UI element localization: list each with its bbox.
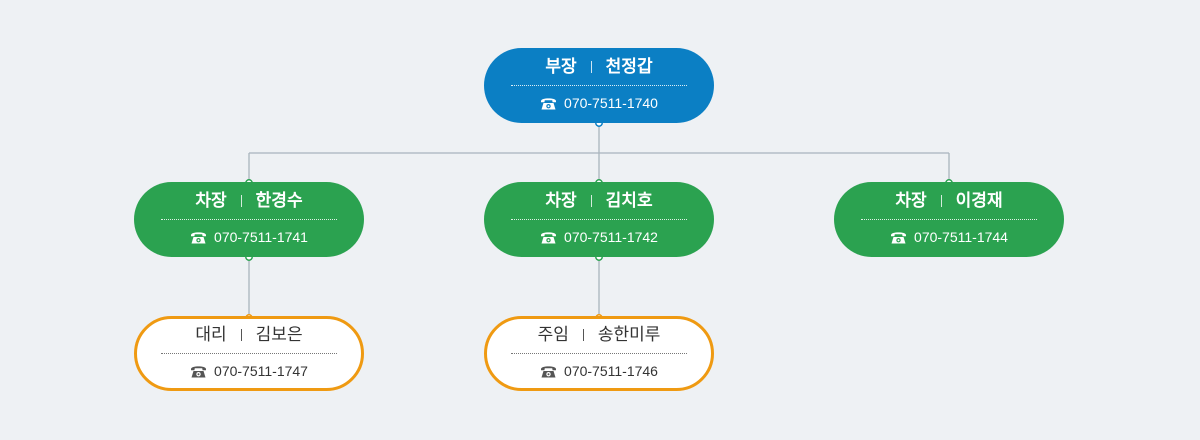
org-node-manager: 차장 한경수 070-7511-1741 (134, 182, 364, 257)
dotted-divider (511, 85, 687, 86)
dotted-divider (511, 353, 687, 354)
telephone-icon (541, 232, 557, 244)
separator (240, 329, 242, 341)
node-phone: 070-7511-1746 (564, 363, 658, 379)
node-title: 차장 (895, 191, 927, 210)
org-node-manager: 차장 김치호 070-7511-1742 (484, 182, 714, 257)
node-title: 대리 (195, 325, 227, 344)
telephone-icon (191, 232, 207, 244)
node-title: 차장 (545, 191, 577, 210)
node-phone: 070-7511-1744 (914, 229, 1008, 245)
node-title: 차장 (195, 191, 227, 210)
node-name: 송한미루 (597, 325, 661, 344)
separator (582, 329, 584, 341)
node-title: 주임 (537, 325, 569, 344)
node-name: 천정갑 (605, 57, 653, 76)
dotted-divider (161, 353, 337, 354)
dotted-divider (511, 219, 687, 220)
telephone-icon (541, 98, 557, 110)
node-title: 부장 (545, 57, 577, 76)
node-name: 이경재 (955, 191, 1003, 210)
dotted-divider (161, 219, 337, 220)
telephone-icon (191, 366, 207, 378)
org-node-head: 부장 천정갑 070-7511-1740 (484, 48, 714, 123)
node-name: 김치호 (605, 191, 653, 210)
org-node-staff: 주임 송한미루 070-7511-1746 (484, 316, 714, 391)
node-phone: 070-7511-1741 (214, 229, 308, 245)
separator (590, 61, 592, 73)
node-phone: 070-7511-1742 (564, 229, 658, 245)
telephone-icon (541, 366, 557, 378)
node-phone: 070-7511-1740 (564, 95, 658, 111)
node-name: 김보은 (255, 325, 303, 344)
separator (940, 195, 942, 207)
node-name: 한경수 (255, 191, 303, 210)
dotted-divider (861, 219, 1037, 220)
org-node-manager: 차장 이경재 070-7511-1744 (834, 182, 1064, 257)
separator (240, 195, 242, 207)
node-phone: 070-7511-1747 (214, 363, 308, 379)
telephone-icon (891, 232, 907, 244)
separator (590, 195, 592, 207)
org-node-staff: 대리 김보은 070-7511-1747 (134, 316, 364, 391)
